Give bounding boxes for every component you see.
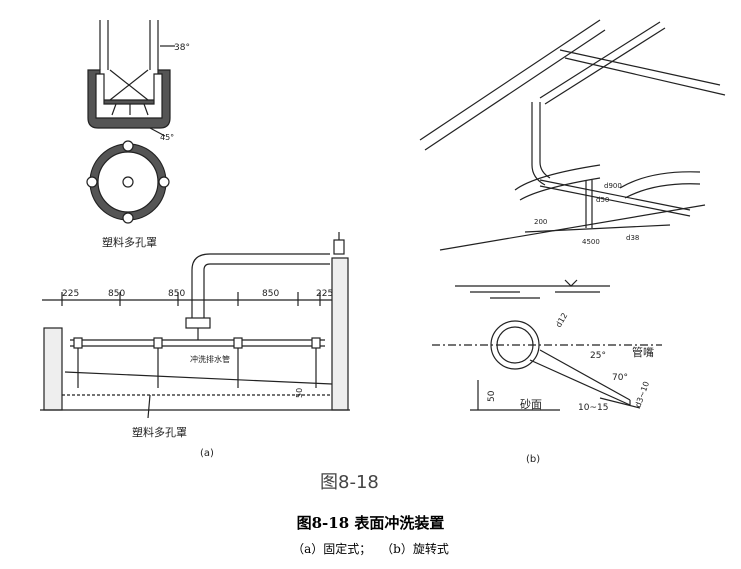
dim-225-left: 225	[62, 289, 79, 299]
sand-label: 砂面	[520, 398, 542, 411]
nozzle-label: 管嘴	[632, 345, 654, 359]
angle-70: 70°	[612, 373, 628, 383]
angle-label: 38°	[174, 43, 190, 53]
dim-50: 50	[487, 390, 497, 402]
dim-850-2: 850	[168, 289, 185, 299]
cover-side-view	[87, 20, 175, 137]
panel-label-b: (b)	[526, 454, 540, 465]
dim-d38: d38	[626, 234, 639, 242]
dim-225-right: 225	[316, 289, 333, 299]
dim-d12: d12	[554, 311, 569, 329]
caption-part-a: （a）固定式；	[292, 542, 372, 556]
nozzle-section	[432, 279, 662, 411]
dim-d3-10: d3~10	[633, 380, 651, 409]
handwritten-figure-label: 图8-18	[320, 472, 379, 493]
hole-label: 45°	[160, 133, 174, 142]
dim-d900: d900	[604, 182, 622, 190]
caption-part-b: （b）旋转式	[381, 542, 449, 556]
fixed-system	[40, 232, 350, 419]
dim-d50: d50	[596, 196, 609, 204]
panel-label-a: (a)	[200, 448, 214, 459]
dim-850-3: 850	[262, 289, 279, 299]
dim-10-15: 10~15	[578, 403, 608, 413]
angle-25: 25°	[590, 351, 606, 361]
dim-850-1: 850	[108, 289, 125, 299]
pipe-label: 冲洗排水管	[190, 354, 230, 364]
rotating-arm-view	[419, 19, 726, 251]
cover-top-view	[86, 140, 170, 224]
figure-caption-sub: （a）固定式； （b）旋转式	[0, 540, 741, 557]
figure-caption-title: 图8-18 表面冲洗装置	[296, 514, 445, 532]
bottom-caption: 塑料多孔罩	[132, 425, 187, 439]
dim-4500: 4500	[582, 238, 600, 246]
depth-label: 50	[295, 388, 304, 398]
dim-200: 200	[534, 218, 547, 226]
cover-caption: 塑料多孔罩	[102, 235, 157, 249]
